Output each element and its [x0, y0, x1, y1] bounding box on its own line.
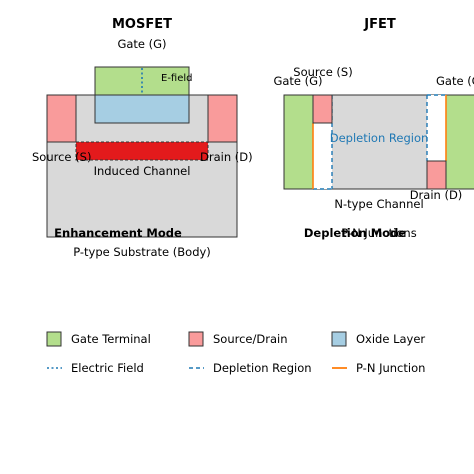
mosfet-mode-label: Enhancement Mode — [54, 226, 182, 240]
legend-item-electric-field: Electric Field — [47, 361, 144, 375]
legend-swatch-oxide — [331, 331, 347, 347]
jfet-source-label: Source (S) — [293, 65, 352, 79]
jfet-pn-label: P-N Junctions — [341, 226, 416, 240]
jfet-drain-label: Drain (D) — [410, 188, 463, 202]
legend: Gate Terminal Source/Drain Oxide Layer E… — [46, 331, 425, 375]
legend-item-source-drain: Source/Drain — [188, 331, 288, 347]
legend-item-depletion-region: Depletion Region — [189, 361, 312, 375]
legend-label: Depletion Region — [213, 361, 312, 375]
legend-item-gate-terminal: Gate Terminal — [46, 331, 151, 347]
mosfet-efield-label: E-field — [161, 73, 193, 84]
mosfet-substrate-label: P-type Substrate (Body) — [73, 245, 211, 259]
mosfet-gate-label: Gate (G) — [117, 37, 166, 51]
legend-label: Oxide Layer — [356, 332, 425, 346]
legend-swatch-source-drain — [188, 331, 204, 347]
jfet-diagram: JFET Source (S) Gate (G) Gate (G) Deplet… — [273, 17, 474, 240]
legend-label: Electric Field — [71, 361, 144, 375]
jfet-depletion-label: Depletion Region — [330, 131, 429, 145]
mosfet-title: MOSFET — [112, 17, 172, 32]
jfet-channel-label: N-type Channel — [334, 197, 423, 211]
mosfet-source-label: Source (S) — [32, 150, 91, 164]
mosfet-induced-channel — [75, 141, 209, 161]
jfet-mode-label: Depletion Mode — [304, 226, 406, 240]
mosfet-channel-label: Induced Channel — [94, 164, 191, 178]
legend-swatch-gate — [46, 331, 62, 347]
jfet-gate-right-label: Gate (G) — [436, 74, 474, 88]
mosfet-drain-region — [207, 94, 238, 143]
mosfet-drain-label: Drain (D) — [200, 150, 253, 164]
legend-label: P-N Junction — [356, 361, 425, 375]
jfet-gate-left-label: Gate (G) — [273, 74, 322, 88]
legend-label: Source/Drain — [213, 332, 288, 346]
jfet-source-region — [312, 94, 333, 124]
mosfet-source-region — [46, 94, 77, 143]
jfet-gate-left — [283, 94, 314, 190]
legend-item-oxide-layer: Oxide Layer — [331, 331, 425, 347]
jfet-gate-right — [445, 94, 474, 190]
legend-item-pn-junction: P-N Junction — [332, 361, 425, 375]
mosfet-diagram: MOSFET Gate (G) E-field Source (S) Drain… — [32, 17, 253, 259]
jfet-title: JFET — [363, 17, 396, 32]
mosfet-oxide-layer — [94, 94, 190, 124]
legend-label: Gate Terminal — [71, 332, 151, 346]
jfet-drain-region — [426, 160, 447, 190]
mosfet-gate — [94, 66, 190, 96]
